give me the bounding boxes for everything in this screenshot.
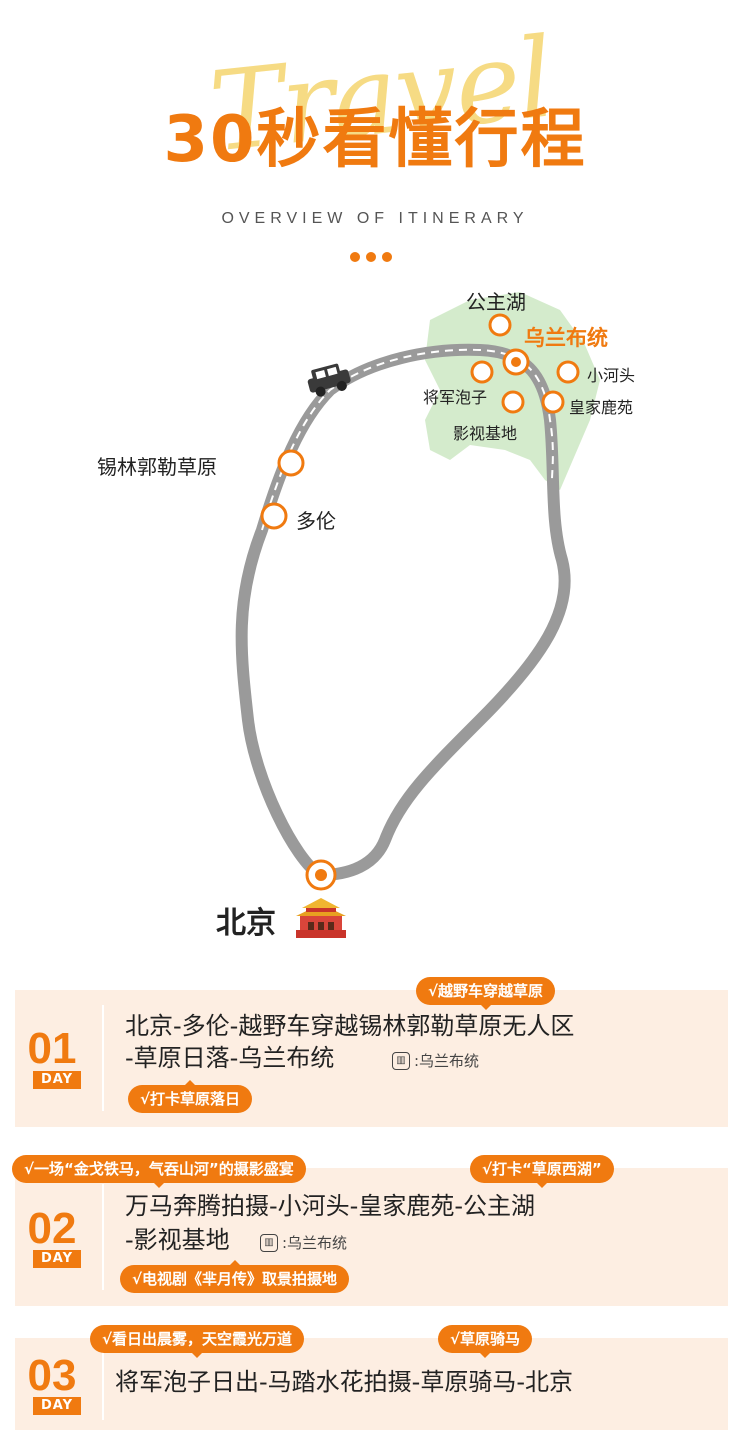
label-xilinguole: 锡林郭勒草原 xyxy=(97,455,217,479)
hotel-info: ▥ :乌兰布统 xyxy=(260,1232,347,1253)
hotel-label: :乌兰布统 xyxy=(282,1234,348,1252)
day-route-line: 将军泡子日出-马踏水花拍摄-草原骑马-北京 xyxy=(115,1368,573,1396)
decorative-dots xyxy=(350,252,392,262)
hotel-icon: ▥ xyxy=(392,1051,410,1070)
day-route-line: -草原日落-乌兰布统 xyxy=(125,1044,335,1072)
page-title: 30秒看懂行程 xyxy=(163,103,587,177)
day-route-line: -影视基地 xyxy=(125,1226,230,1254)
label-beijing: 北京 xyxy=(216,906,276,941)
label-duolun: 多伦 xyxy=(296,509,336,533)
marker-yingshijidi xyxy=(501,390,525,414)
divider xyxy=(102,1005,104,1111)
page-subtitle: OVERVIEW OF ITINERARY xyxy=(221,210,529,227)
highlight-tag: √看日出晨雾，天空霞光万道 xyxy=(90,1325,305,1358)
hotel-icon: ▥ xyxy=(260,1233,278,1252)
day-label: DAY xyxy=(33,1250,81,1268)
highlight-tag: √一场“金戈铁马，气吞山河”的摄影盛宴 xyxy=(12,1155,306,1188)
day-card-3 xyxy=(15,1338,728,1430)
marker-xilinguole xyxy=(277,449,305,477)
divider xyxy=(102,1350,104,1420)
day-number: 02 xyxy=(27,1204,77,1253)
day-route-line: 万马奔腾拍摄-小河头-皇家鹿苑-公主湖 xyxy=(125,1192,535,1220)
hotel-info: ▥ :乌兰布统 xyxy=(392,1050,479,1071)
label-yingshijidi: 影视基地 xyxy=(453,424,518,443)
label-wulanbutong: 乌兰布统 xyxy=(524,326,608,350)
highlight-tag: √越野车穿越草原 xyxy=(416,977,556,1010)
day-label: DAY xyxy=(33,1071,81,1089)
day-number: 03 xyxy=(27,1351,77,1400)
label-jiangjunpaozi: 将军泡子 xyxy=(423,388,488,407)
highlight-tag: √草原骑马 xyxy=(438,1325,533,1358)
day-route-line: 北京-多伦-越野车穿越锡林郭勒草原无人区 xyxy=(125,1012,575,1040)
label-gongzhuhu: 公主湖 xyxy=(466,290,526,314)
highlight-tag: √电视剧《芈月传》取景拍摄地 xyxy=(120,1260,350,1293)
highlight-tag: √打卡草原落日 xyxy=(128,1080,253,1113)
day-card-1 xyxy=(15,990,728,1127)
divider xyxy=(102,1184,104,1290)
marker-gongzhuhu xyxy=(488,313,512,337)
marker-xiaohetou xyxy=(556,360,580,384)
label-huangjialuyuan: 皇家鹿苑 xyxy=(569,398,634,417)
route-map xyxy=(235,292,600,938)
label-xiaohetou: 小河头 xyxy=(587,366,636,385)
marker-duolun xyxy=(260,502,288,530)
marker-jiangjunpaozi xyxy=(470,360,494,384)
day-label: DAY xyxy=(33,1397,81,1415)
hotel-label: :乌兰布统 xyxy=(414,1052,480,1070)
suv-icon xyxy=(307,363,351,397)
highlight-tag: √打卡“草原西湖” xyxy=(470,1155,614,1188)
day-number: 01 xyxy=(27,1024,77,1073)
marker-huangjialuyuan xyxy=(541,390,565,414)
tiananmen-icon xyxy=(296,898,346,938)
